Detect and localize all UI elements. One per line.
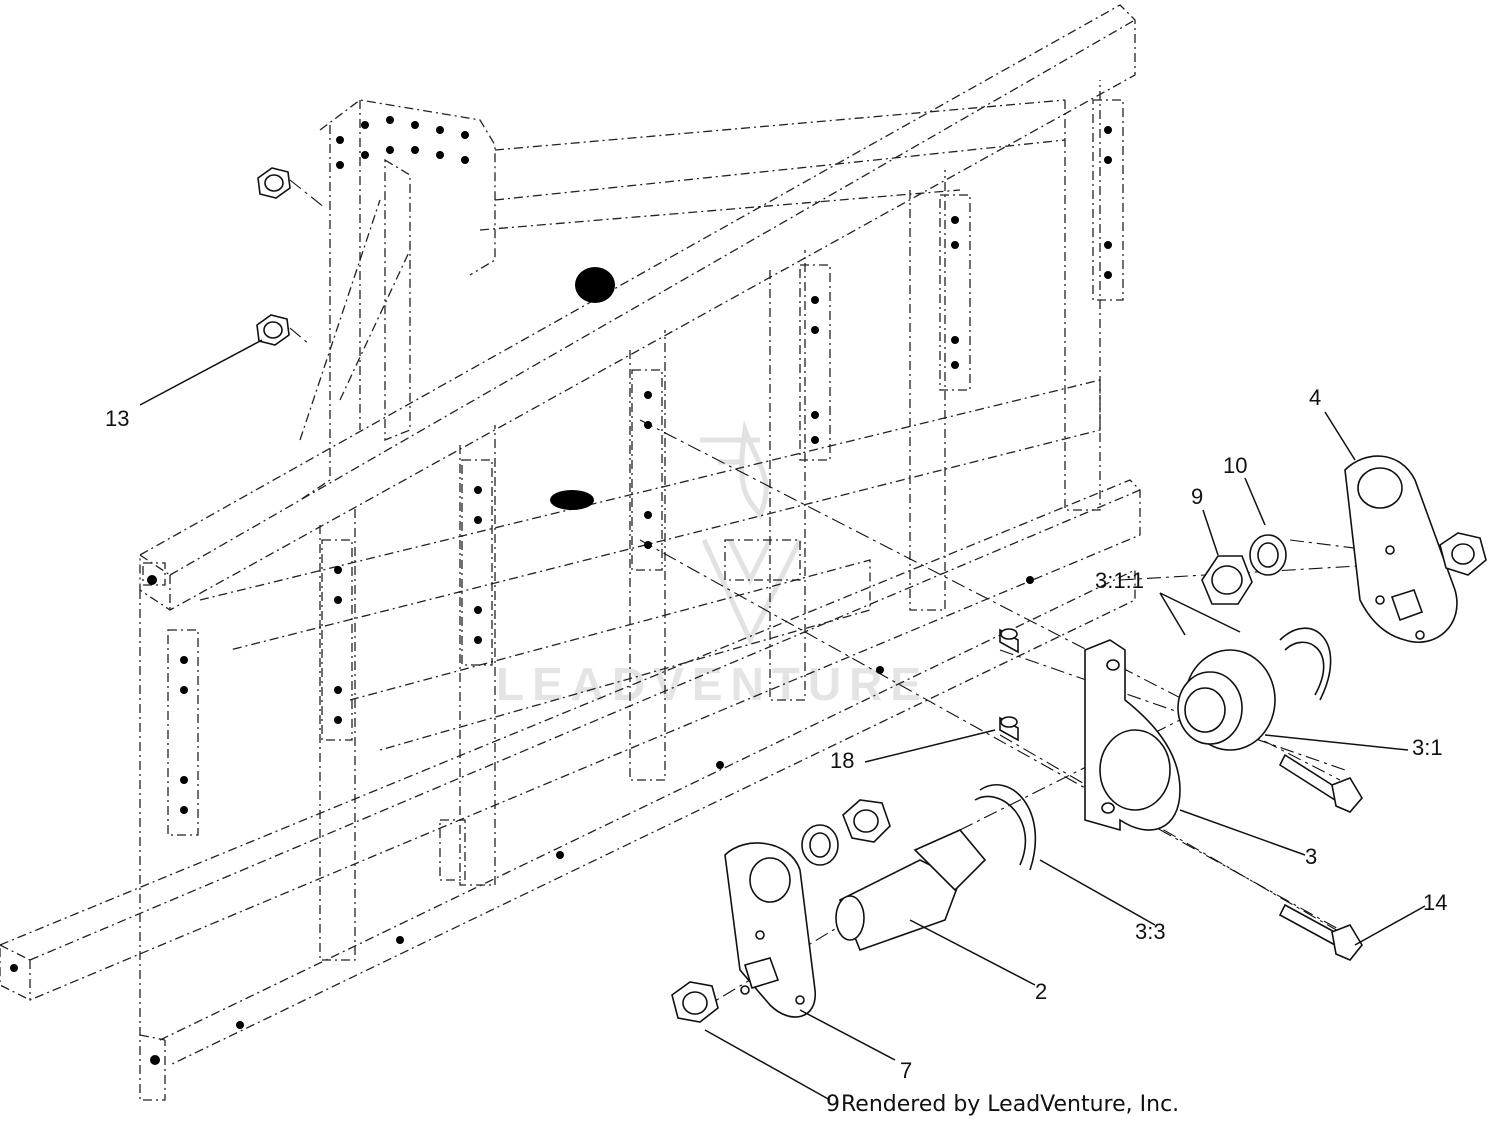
washer-10 <box>1249 534 1287 576</box>
callout-9-lower: 9 <box>826 1092 840 1117</box>
nut-13-lower <box>256 314 290 346</box>
shaft-2 <box>835 829 987 952</box>
pin-18-lower <box>999 716 1019 742</box>
callout-labels: 13 4 10 9 3:1:1 3:1 18 3 3:3 14 2 7 <box>105 385 1447 1083</box>
nut-lower-upper <box>842 799 891 843</box>
watermark-text: LEADVENTURE <box>496 658 929 710</box>
nut-9 <box>1201 555 1253 605</box>
callout-leaders <box>139 339 1426 1101</box>
retaining-ring-upper <box>1279 627 1332 701</box>
nut-upper-right <box>1439 532 1487 576</box>
pivot-plate-4 <box>1344 455 1458 643</box>
pivot-plate-7 <box>724 842 816 1018</box>
nut-9-lower <box>671 981 719 1023</box>
callout-3: 3 <box>1305 844 1317 869</box>
bearing-3-1 <box>1177 649 1276 751</box>
watermark-logo-icon <box>700 420 803 646</box>
nut-13-upper <box>257 167 291 199</box>
callout-4: 4 <box>1309 385 1321 410</box>
render-credit: 9Rendered by LeadVenture, Inc. <box>826 1092 1179 1117</box>
callout-3-1: 3:1 <box>1412 735 1443 760</box>
callout-14: 14 <box>1423 890 1447 915</box>
pin-18-upper <box>999 628 1019 654</box>
bolt-14 <box>1278 903 1363 961</box>
retaining-ring-3-3 <box>974 784 1037 871</box>
bolt-upper <box>1278 753 1363 813</box>
frame-assembly <box>0 4 1141 1101</box>
washer-lower <box>801 824 839 866</box>
callout-3-1-1: 3:1:1 <box>1095 568 1144 593</box>
callout-10: 10 <box>1223 453 1247 478</box>
callout-7: 7 <box>900 1058 912 1083</box>
callout-9-upper: 9 <box>1191 484 1203 509</box>
callout-18: 18 <box>830 748 854 773</box>
callout-3-3: 3:3 <box>1135 919 1166 944</box>
housing-3 <box>1084 639 1181 832</box>
credit-text: Rendered by LeadVenture, Inc. <box>841 1092 1180 1117</box>
callout-13: 13 <box>105 406 129 431</box>
callout-2: 2 <box>1035 979 1047 1004</box>
